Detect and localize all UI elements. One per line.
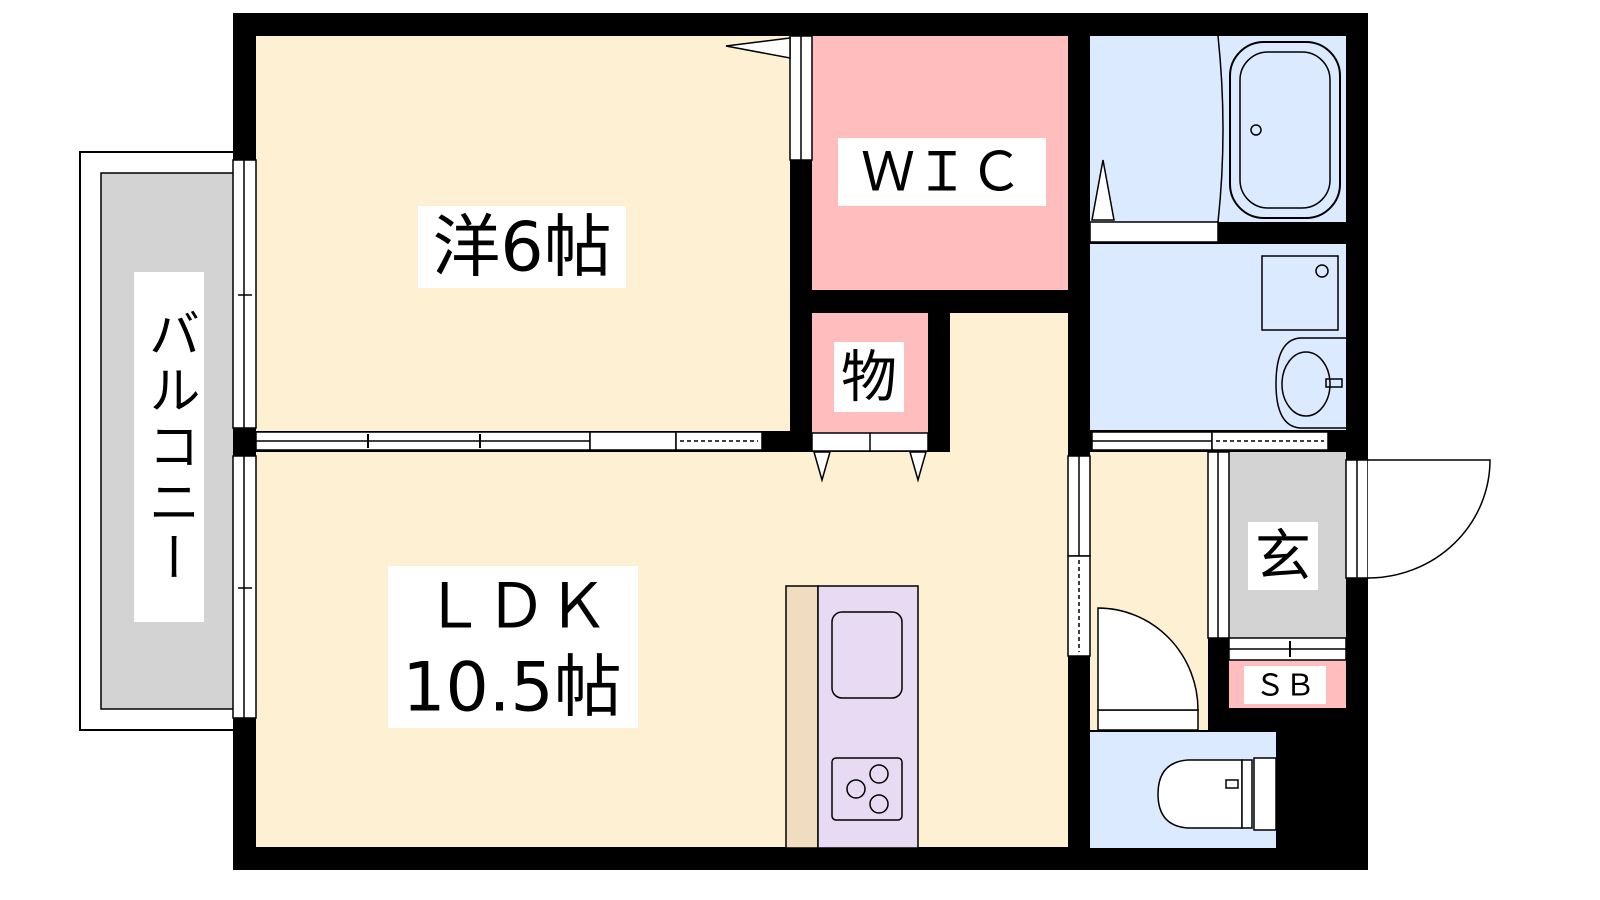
ldk-size-label: 10.5帖 [402, 649, 621, 728]
kitchen-counter [785, 585, 919, 849]
ldk-floor [256, 452, 1068, 847]
shoe-box-label: ＳＢ [1255, 669, 1315, 704]
entrance-label: 玄 [1255, 525, 1311, 590]
toilet-icon [1157, 757, 1277, 831]
ldk-floor-upper [950, 313, 1068, 453]
wic-door [725, 35, 813, 161]
cooktop-icon [831, 757, 903, 821]
balcony-label: バルコニー [139, 307, 199, 587]
washing-machine-icon [1261, 255, 1339, 331]
sliding-partition [255, 431, 763, 451]
bathroom [1089, 35, 1341, 243]
washroom [1091, 255, 1346, 451]
kitchen-backsplash [785, 585, 819, 849]
ldk-hall-door [1067, 455, 1091, 657]
washroom-floor [1090, 244, 1346, 430]
room-label-balcony: バルコニー [134, 272, 204, 622]
bathtub-icon [1229, 41, 1341, 219]
room-label-wic: ＷＩＣ [838, 138, 1046, 206]
balcony-windows [232, 159, 257, 719]
room-label-entrance: 玄 [1248, 522, 1318, 590]
room-label-storage: 物 [834, 342, 904, 412]
kitchen-worktop [817, 585, 919, 849]
room-label-western: 洋6帖 [418, 206, 626, 288]
front-door [1345, 459, 1491, 579]
bathroom-floor [1090, 36, 1346, 222]
kitchen-sink-icon [831, 611, 903, 699]
room-label-shoe-box: ＳＢ [1244, 666, 1326, 704]
entrance [1207, 451, 1347, 661]
room-label-ldk: ＬＤＫ 10.5帖 [388, 566, 638, 728]
wic-label: ＷＩＣ [861, 141, 1023, 204]
storage-label: 物 [841, 346, 897, 411]
storage-doors [811, 432, 929, 483]
washbasin-icon [1275, 337, 1346, 429]
western-room-label: 洋6帖 [432, 209, 611, 288]
ldk-label: ＬＤＫ [423, 570, 609, 643]
toilet-door [1097, 607, 1199, 731]
